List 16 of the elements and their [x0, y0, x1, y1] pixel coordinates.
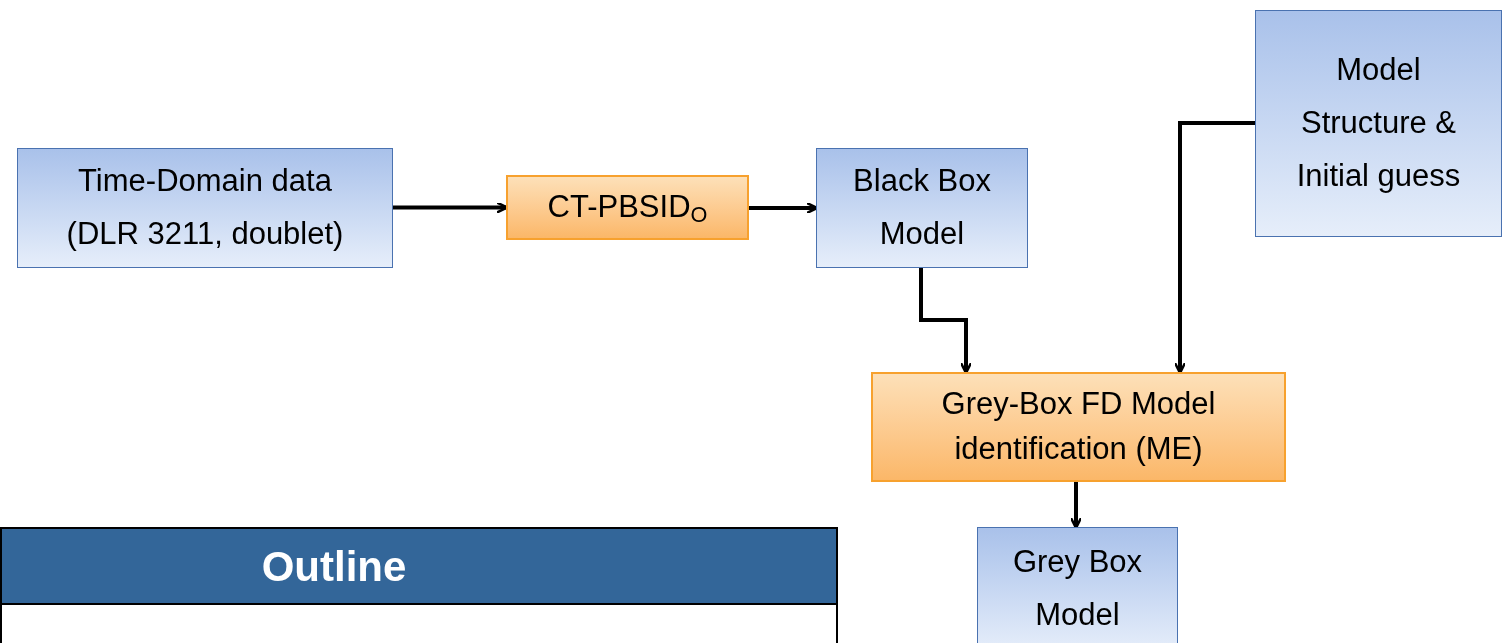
process-box: [17, 148, 393, 268]
outline-panel: [0, 527, 838, 643]
process-box: [977, 527, 1178, 643]
panel-heading: Outline: [2, 529, 836, 605]
box-label: CT-PBSID$_{O}$: [547, 188, 708, 230]
box-label: Time-Domain data (DLR 3211, doublet): [65, 162, 345, 253]
arrow: [1173, 121, 1255, 375]
box-label: Grey Box Model: [1011, 543, 1144, 634]
box-label: Model Structure & Initial guess: [1295, 51, 1462, 195]
process-box: [506, 175, 749, 240]
box-label: Grey-Box FD Model identification (ME): [940, 385, 1217, 468]
box-label: Black Box Model: [852, 162, 992, 253]
arrow: [919, 268, 973, 375]
process-box: [1255, 10, 1502, 237]
process-box: [871, 372, 1286, 482]
process-box: [816, 148, 1028, 268]
